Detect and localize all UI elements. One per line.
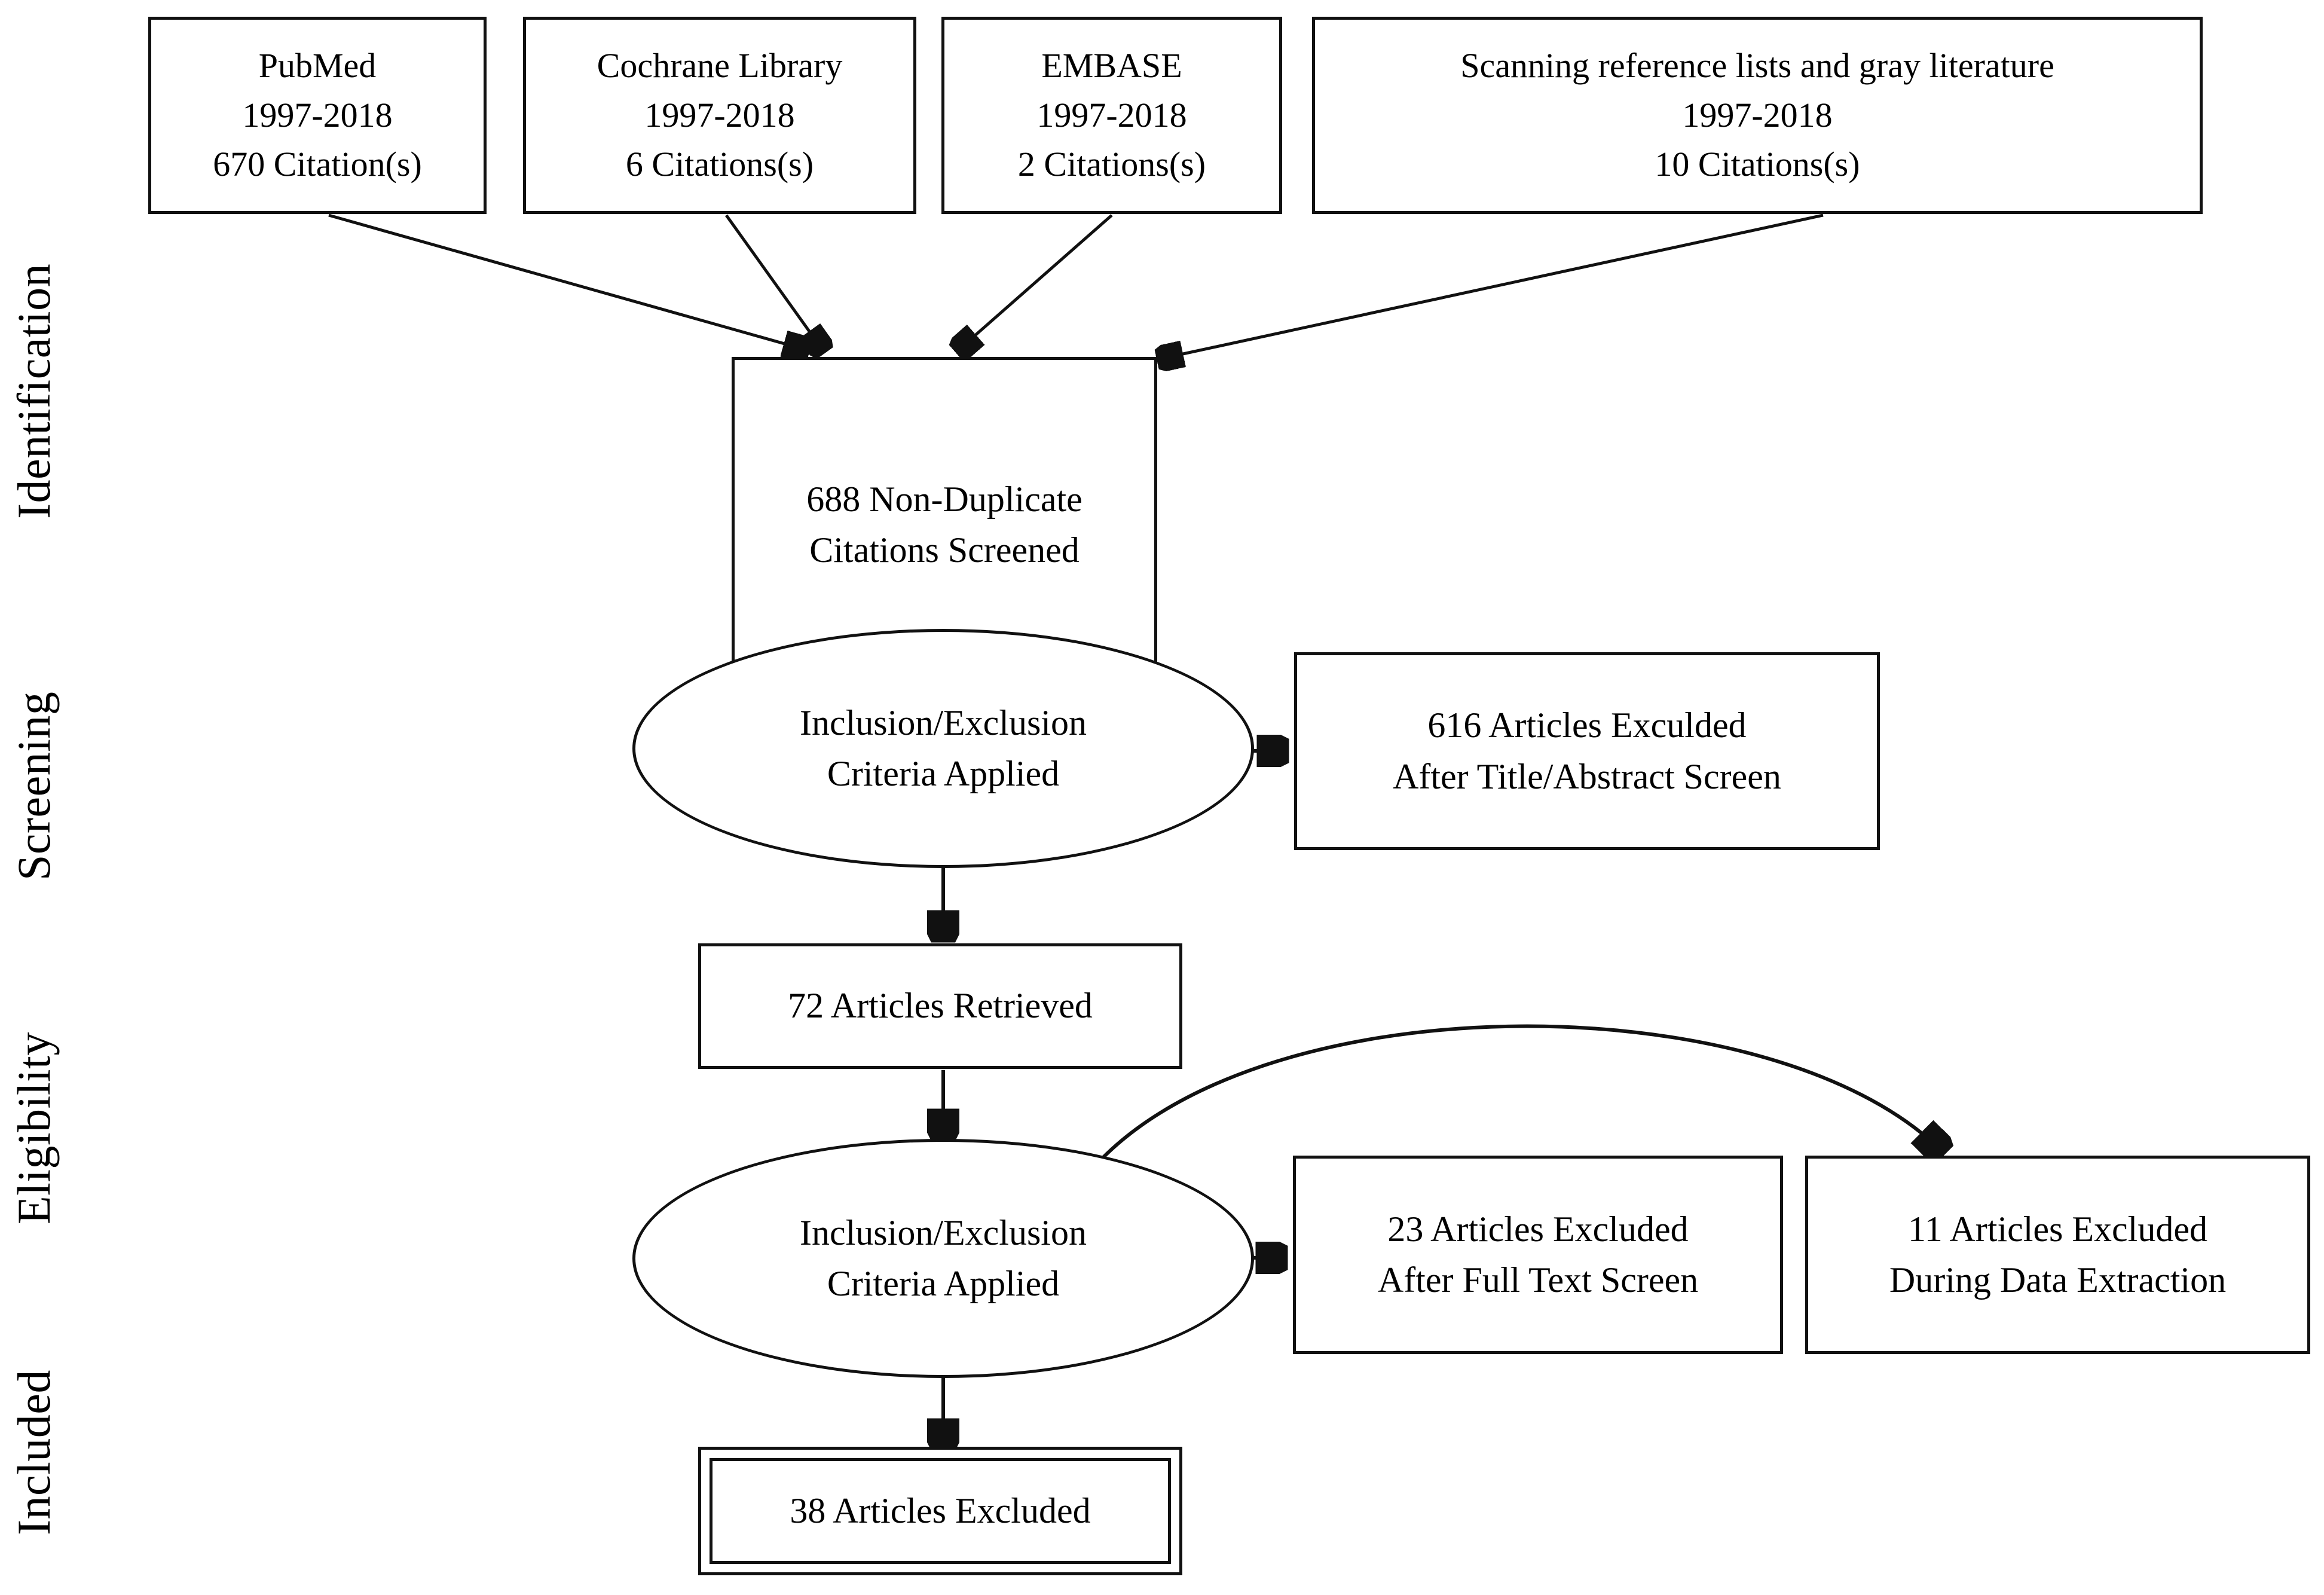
node-excluded-title-line2: After Title/Abstract Screen [1393, 756, 1781, 796]
source-box-pubmed[interactable]: PubMed 1997-2018 670 Citation(s) [148, 17, 487, 214]
node-criteria1-line1: Inclusion/Exclusion [800, 702, 1087, 742]
node-excluded-final-line1: 38 Articles Excluded [790, 1490, 1091, 1530]
node-excluded-after-full-text[interactable]: 23 Articles Excluded After Full Text Scr… [1293, 1156, 1783, 1354]
edge-cochrane-to-screened [724, 214, 822, 350]
node-articles-retrieved[interactable]: 72 Articles Retrieved [698, 943, 1182, 1069]
edge-gray-to-screened [1161, 213, 1824, 359]
stage-label-screening: Screening [8, 691, 60, 881]
node-excluded-fulltext-line2: After Full Text Screen [1377, 1260, 1699, 1300]
source-name-embase: EMBASE [1041, 46, 1182, 85]
source-citations-gray-literature: 10 Citations(s) [1655, 145, 1860, 184]
source-name-gray-literature: Scanning reference lists and gray litera… [1460, 46, 2054, 85]
node-excluded-final-inner: 38 Articles Excluded [710, 1458, 1171, 1564]
source-years-gray-literature: 1997-2018 [1682, 95, 1833, 135]
node-excluded-data-line1: 11 Articles Excluded [1908, 1209, 2207, 1249]
node-criteria2-line1: Inclusion/Exclusion [800, 1212, 1087, 1252]
source-name-pubmed: PubMed [258, 46, 377, 85]
source-box-embase[interactable]: EMBASE 1997-2018 2 Citations(s) [941, 17, 1282, 214]
source-years-pubmed: 1997-2018 [242, 95, 393, 135]
source-citations-cochrane: 6 Citations(s) [625, 145, 814, 184]
edge-criteria2-to-excluded-data [1083, 1024, 1941, 1179]
source-years-embase: 1997-2018 [1036, 95, 1187, 135]
stage-label-eligibility: Eligibility [8, 1032, 60, 1224]
node-screened-line1: 688 Non-Duplicate [806, 479, 1083, 519]
source-box-gray-literature[interactable]: Scanning reference lists and gray litera… [1312, 17, 2203, 214]
node-excluded-data-line2: During Data Extraction [1889, 1260, 2227, 1300]
source-years-cochrane: 1997-2018 [644, 95, 795, 135]
node-excluded-fulltext-line1: 23 Articles Excluded [1387, 1209, 1689, 1249]
node-excluded-title-line1: 616 Articles Exculded [1427, 705, 1747, 745]
node-criteria2-line2: Criteria Applied [827, 1264, 1060, 1303]
source-box-cochrane[interactable]: Cochrane Library 1997-2018 6 Citations(s… [523, 17, 916, 214]
node-retrieved-line1: 72 Articles Retrieved [788, 986, 1093, 1026]
node-excluded-during-data-extraction[interactable]: 11 Articles Excluded During Data Extract… [1805, 1156, 2310, 1354]
edge-embase-to-screened [959, 214, 1113, 350]
node-criteria1-line2: Criteria Applied [827, 754, 1060, 793]
node-screened-line2: Citations Screened [809, 530, 1080, 570]
source-citations-embase: 2 Citations(s) [1017, 145, 1206, 184]
node-articles-excluded-final[interactable]: 38 Articles Excluded [698, 1447, 1182, 1575]
node-inclusion-exclusion-criteria-2[interactable]: Inclusion/Exclusion Criteria Applied [632, 1139, 1254, 1378]
stage-label-identification: Identification [8, 263, 60, 519]
node-excluded-after-title-abstract[interactable]: 616 Articles Exculded After Title/Abstra… [1294, 652, 1880, 850]
node-inclusion-exclusion-criteria-1[interactable]: Inclusion/Exclusion Criteria Applied [632, 629, 1254, 868]
edge-pubmed-to-screened [328, 213, 806, 350]
stage-label-included: Included [8, 1370, 60, 1535]
source-name-cochrane: Cochrane Library [597, 46, 843, 85]
source-citations-pubmed: 670 Citation(s) [213, 145, 422, 184]
